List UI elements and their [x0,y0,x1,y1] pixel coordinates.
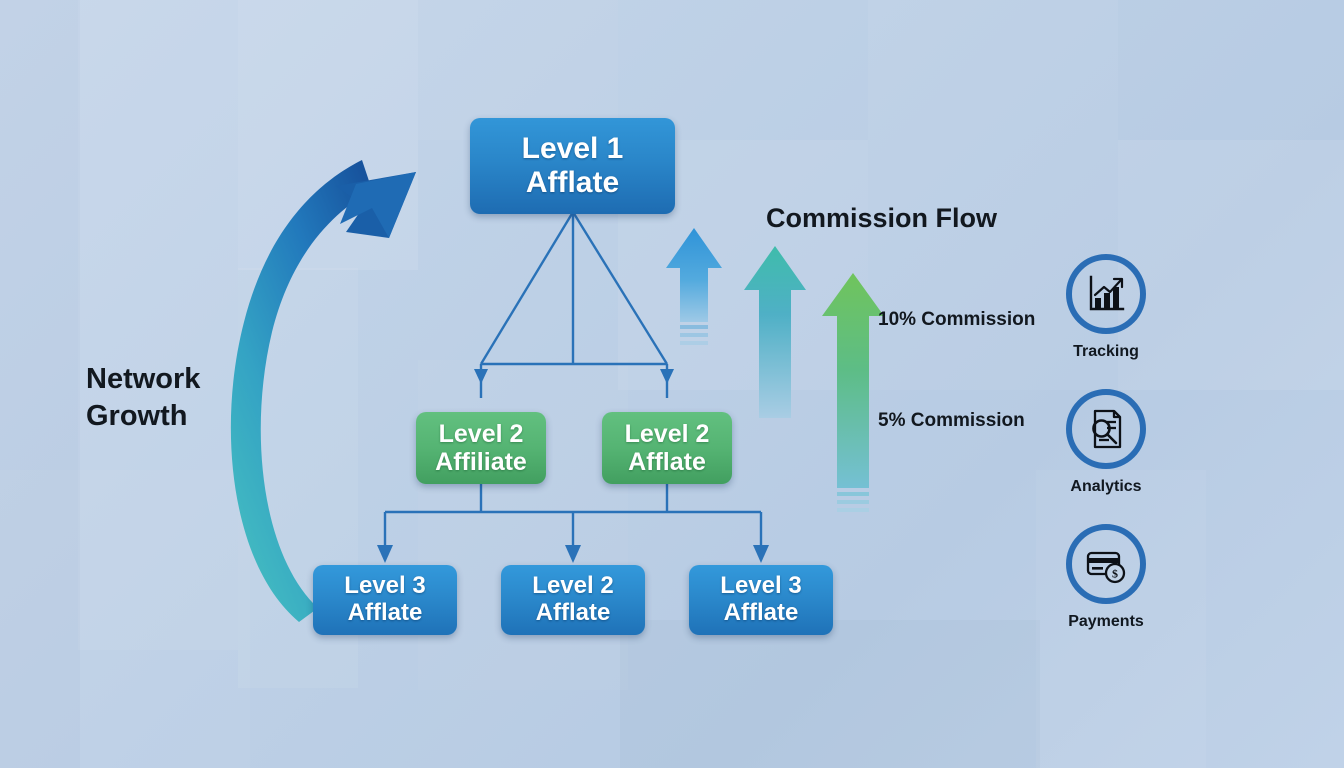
network-growth-label: Network Growth [86,363,201,433]
feature-payments-label: Payments [1068,613,1144,630]
node-level-2-left-line2: Affiliate [435,448,527,476]
payments-ring: $ [1066,524,1146,604]
credit-card-dollar-icon: $ [1086,551,1126,584]
node-level-2-left-line1: Level 2 [438,420,524,448]
node-level-3-right-line1: Level 3 [720,572,802,600]
node-level-1-line2: Afflate [525,166,620,199]
node-level-2-affiliate-left[interactable]: Level 2 Affiliate [416,412,546,484]
analytics-ring [1066,389,1146,469]
feature-analytics[interactable]: Analytics [1036,389,1176,496]
feature-analytics-label: Analytics [1070,478,1142,495]
commission-flow-title: Commission Flow [766,203,998,233]
node-level-3-affiliate-middle[interactable]: Level 2 Afflate [501,565,645,635]
node-level-1-affiliate[interactable]: Level 1 Afflate [470,118,675,214]
svg-text:$: $ [1112,567,1118,581]
green-growth-arrow [822,273,884,512]
node-level-3-middle-line1: Level 2 [532,572,614,600]
node-level-2-right-line1: Level 2 [624,420,710,448]
tracking-ring [1066,254,1146,334]
node-level-2-affiliate-right[interactable]: Level 2 Afflate [602,412,732,484]
node-level-3-affiliate-left[interactable]: Level 3 Afflate [313,565,457,635]
node-level-3-affiliate-right[interactable]: Level 3 Afflate [689,565,833,635]
node-level-3-middle-line2: Afflate [535,599,611,626]
commission-rate-label-10: 10% Commission [878,309,1036,330]
node-level-3-left-line1: Level 3 [344,572,426,600]
commission-rate-label-5: 5% Commission [878,410,1025,431]
bar-chart-trend-icon [1089,275,1125,311]
node-level-2-right-line2: Afflate [628,448,706,476]
feature-tracking[interactable]: Tracking [1036,254,1176,361]
blue-growth-arrow [666,228,722,345]
node-level-1-line1: Level 1 [521,132,624,166]
document-magnifier-icon [1092,409,1122,449]
node-level-3-left-line2: Afflate [347,599,423,626]
feature-tracking-label: Tracking [1073,343,1139,360]
feature-payments[interactable]: $ Payments [1036,524,1176,631]
teal-growth-arrow [744,246,806,418]
node-level-3-right-line2: Afflate [723,599,799,626]
